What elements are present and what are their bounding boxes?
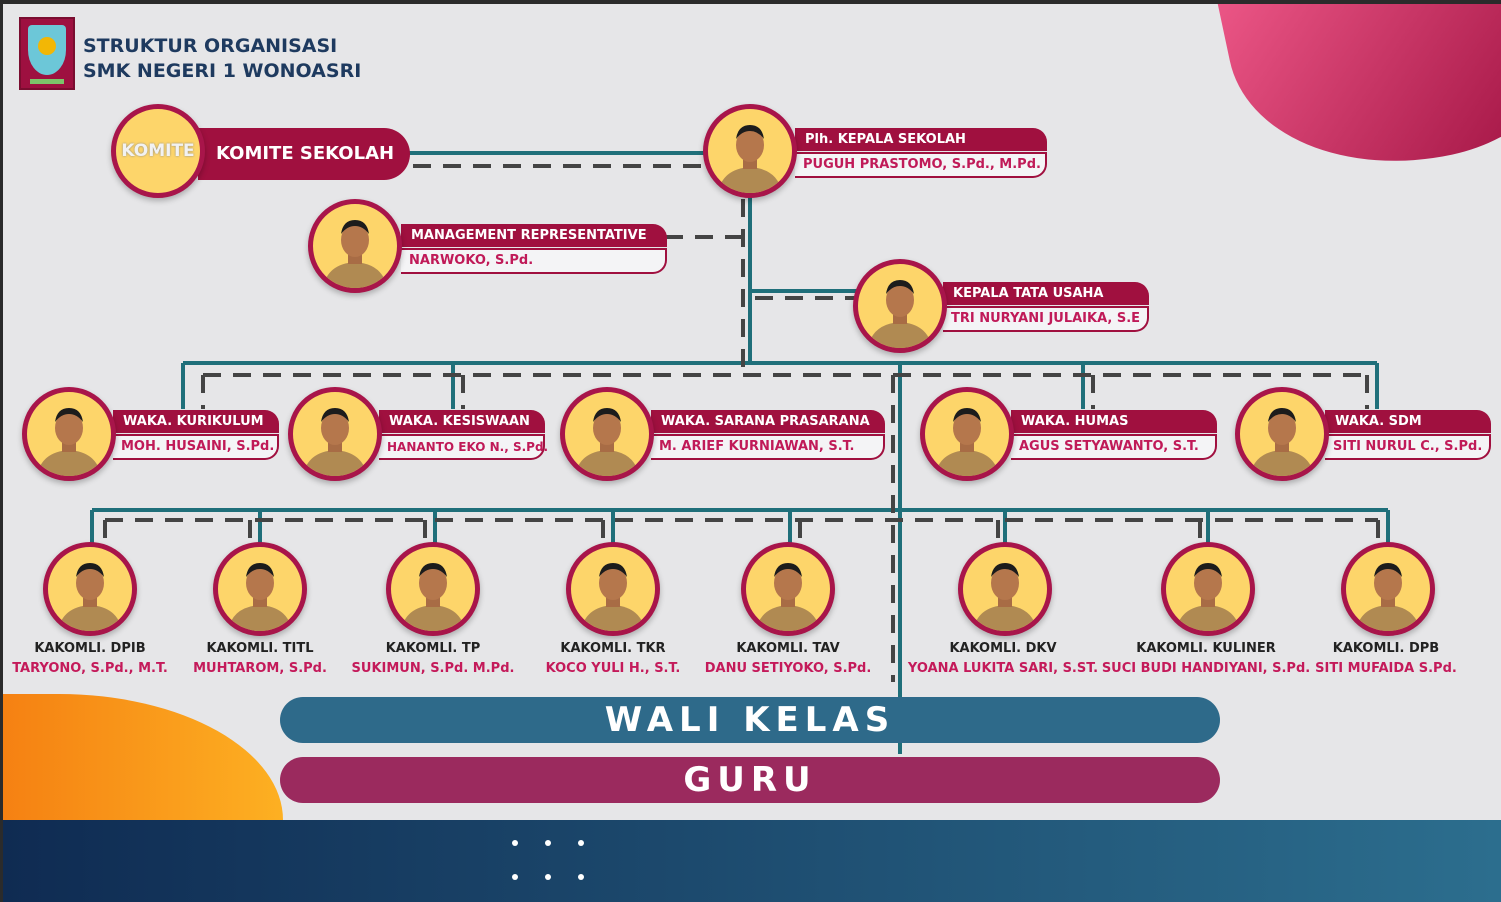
person-icon bbox=[1356, 563, 1420, 631]
kakomli-photo bbox=[43, 542, 137, 636]
person-icon bbox=[868, 280, 932, 348]
kakomli-photo bbox=[958, 542, 1052, 636]
guru-bar: GURU bbox=[280, 757, 1220, 803]
kakomli-photo bbox=[1161, 542, 1255, 636]
kakomli-role: KAKOMLI. TKR bbox=[560, 641, 666, 656]
kakomli-role: KAKOMLI. TITL bbox=[206, 641, 314, 656]
kakomli-photo bbox=[1341, 542, 1435, 636]
waka-role: WAKA. SDM bbox=[1325, 410, 1491, 433]
waka-role: WAKA. SARANA PRASARANA bbox=[651, 410, 885, 433]
title-line-2: SMK NEGERI 1 WONOASRI bbox=[83, 60, 362, 82]
kakomli-name: MUHTAROM, S.Pd. bbox=[193, 661, 327, 676]
kakomli-name: KOCO YULI H., S.T. bbox=[545, 661, 681, 676]
page-title: STRUKTUR ORGANISASI SMK NEGERI 1 WONOASR… bbox=[83, 34, 361, 84]
wali-kelas-bar: WALI KELAS bbox=[280, 697, 1220, 743]
kakomli-photo bbox=[386, 542, 480, 636]
kakomli-photo bbox=[213, 542, 307, 636]
waka-photo bbox=[288, 387, 382, 481]
kakomli-name: SUKIMUN, S.Pd. M.Pd. bbox=[351, 661, 515, 676]
org-chart-canvas: STRUKTUR ORGANISASI SMK NEGERI 1 WONOASR… bbox=[3, 4, 1501, 902]
kakomli-name: SITI MUFAIDA S.Pd. bbox=[1315, 661, 1457, 676]
kakomli-photo bbox=[741, 542, 835, 636]
kakomli-role: KAKOMLI. TAV bbox=[736, 641, 840, 656]
kakomli-photo bbox=[566, 542, 660, 636]
ktu-role: KEPALA TATA USAHA bbox=[943, 282, 1149, 305]
waka-role: WAKA. KURIKULUM bbox=[113, 410, 279, 433]
kakomli-role: KAKOMLI. TP bbox=[385, 641, 481, 656]
komite-label: KOMITE SEKOLAH bbox=[198, 128, 410, 180]
dot-icon bbox=[578, 840, 584, 846]
kakomli-name: TARYONO, S.Pd., M.T. bbox=[12, 661, 168, 676]
head-name: PUGUH PRASTOMO, S.Pd., M.Pd. bbox=[795, 152, 1047, 178]
person-icon bbox=[228, 563, 292, 631]
dot-icon bbox=[545, 874, 551, 880]
person-icon bbox=[323, 220, 387, 288]
person-icon bbox=[756, 563, 820, 631]
kakomli-name: DANU SETIYOKO, S.Pd. bbox=[704, 661, 872, 676]
kakomli-role: KAKOMLI. KULINER bbox=[1136, 641, 1276, 656]
komite-badge-text: KOMITE bbox=[121, 141, 195, 161]
kakomli-role: KAKOMLI. DPIB bbox=[34, 641, 146, 656]
waka-photo bbox=[1235, 387, 1329, 481]
school-logo bbox=[19, 17, 75, 90]
person-icon bbox=[575, 408, 639, 476]
kakomli-role: KAKOMLI. DKV bbox=[949, 641, 1057, 656]
person-icon bbox=[37, 408, 101, 476]
waka-name: HANANTO EKO N., S.Pd. bbox=[379, 434, 548, 460]
person-icon bbox=[1250, 408, 1314, 476]
ktu-name: TRI NURYANI JULAIKA, S.E bbox=[943, 306, 1149, 332]
person-icon bbox=[401, 563, 465, 631]
mr-name: NARWOKO, S.Pd. bbox=[401, 248, 667, 274]
waka-name: AGUS SETYAWANTO, S.T. bbox=[1011, 434, 1217, 460]
kakomli-name: SUCI BUDI HANDIYANI, S.Pd. bbox=[1101, 661, 1311, 676]
person-icon bbox=[58, 563, 122, 631]
person-icon bbox=[935, 408, 999, 476]
dot-icon bbox=[545, 840, 551, 846]
ktu-photo bbox=[853, 259, 947, 353]
person-icon bbox=[718, 125, 782, 193]
komite-badge: KOMITE bbox=[111, 104, 205, 198]
waka-name: SITI NURUL C., S.Pd. bbox=[1325, 434, 1491, 460]
person-icon bbox=[303, 408, 367, 476]
person-icon bbox=[973, 563, 1037, 631]
waka-photo bbox=[560, 387, 654, 481]
kakomli-name: YOANA LUKITA SARI, S.ST. bbox=[907, 661, 1099, 676]
waka-photo bbox=[920, 387, 1014, 481]
waka-role: WAKA. KESISWAAN bbox=[379, 410, 545, 433]
title-line-1: STRUKTUR ORGANISASI bbox=[83, 35, 338, 57]
dot-icon bbox=[512, 840, 518, 846]
head-photo bbox=[703, 104, 797, 198]
mr-role: MANAGEMENT REPRESENTATIVE bbox=[401, 224, 667, 247]
connector-lines bbox=[90, 151, 1390, 754]
waka-role: WAKA. HUMAS bbox=[1011, 410, 1217, 433]
person-icon bbox=[581, 563, 645, 631]
mr-photo bbox=[308, 199, 402, 293]
kakomli-role: KAKOMLI. DPB bbox=[1332, 641, 1440, 656]
waka-photo bbox=[22, 387, 116, 481]
person-icon bbox=[1176, 563, 1240, 631]
head-role: Plh. KEPALA SEKOLAH bbox=[795, 128, 1047, 151]
footer-band bbox=[3, 820, 1501, 902]
dot-icon bbox=[578, 874, 584, 880]
waka-name: MOH. HUSAINI, S.Pd. bbox=[113, 434, 279, 460]
waka-name: M. ARIEF KURNIAWAN, S.T. bbox=[651, 434, 885, 460]
dot-icon bbox=[512, 874, 518, 880]
